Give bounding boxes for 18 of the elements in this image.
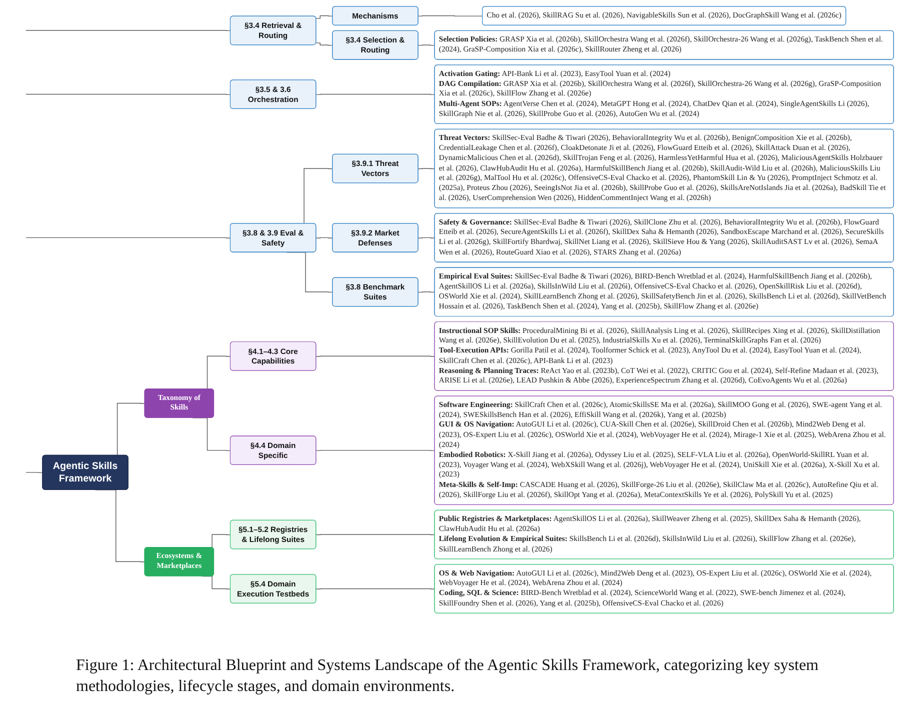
connector (26, 94, 231, 95)
connector (418, 292, 436, 293)
figure-caption: Figure 1: Architectural Blueprint and Systems Landscape of the Agentic Skills Framework, categorizing key system methodologies, lifecycle stages, and domain environments. (76, 656, 820, 697)
connector (316, 15, 334, 19)
connector (316, 534, 436, 536)
connector (26, 30, 231, 32)
connector (316, 237, 334, 238)
connector (316, 450, 436, 451)
connector (316, 588, 436, 590)
connector (418, 168, 436, 170)
connector (418, 44, 436, 46)
connector (418, 237, 436, 238)
connector (418, 15, 483, 16)
connector (26, 472, 44, 474)
connector (316, 94, 436, 95)
connector (316, 42, 334, 46)
connector (26, 237, 231, 238)
connector (316, 356, 436, 357)
